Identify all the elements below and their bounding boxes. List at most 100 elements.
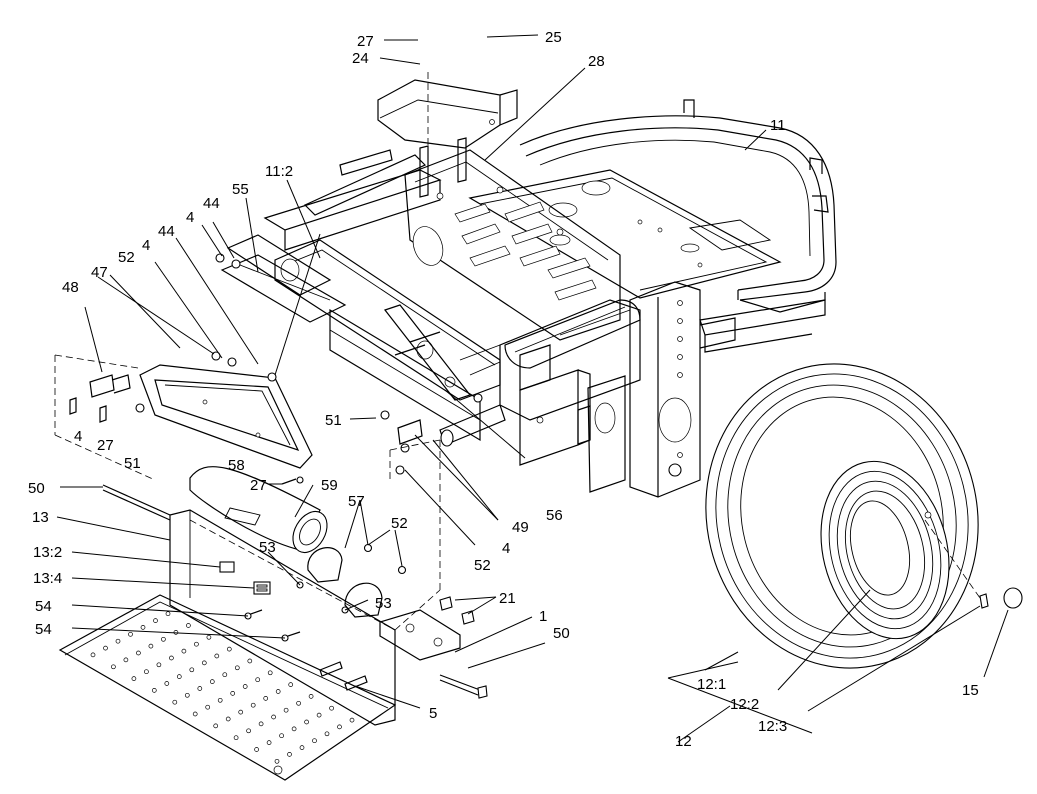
perforation-hole	[250, 702, 256, 708]
perforation-hole	[128, 631, 133, 637]
callout-27: 27	[357, 33, 374, 50]
callout-58: 58	[228, 457, 245, 474]
perforation-hole	[172, 699, 178, 705]
perforation-hole	[176, 674, 182, 679]
perforation-hole	[140, 625, 146, 630]
callout-59: 59	[321, 477, 338, 494]
callout-21: 21	[499, 590, 516, 607]
callout-57: 57	[348, 493, 365, 510]
perforation-hole	[164, 681, 170, 686]
callout-53: 53	[375, 595, 392, 612]
perforation-hole	[329, 705, 334, 711]
perforation-hole	[312, 738, 317, 744]
callout-13-2: 13:2	[33, 544, 62, 561]
perforation-hole	[181, 648, 187, 654]
callout-11-2: 11:2	[265, 163, 293, 180]
callout-13: 13	[32, 509, 49, 526]
perforation-hole	[103, 645, 108, 651]
perforation-hole	[267, 670, 273, 676]
perforation-hole	[205, 704, 211, 710]
callout-25: 25	[545, 29, 562, 46]
callout-44: 44	[158, 223, 175, 240]
perforation-hole	[291, 726, 297, 732]
perforation-hole	[115, 638, 121, 644]
perforation-hole	[233, 735, 239, 741]
perforation-hole	[144, 669, 149, 675]
perforation-hole	[214, 653, 220, 659]
perforation-hole	[201, 660, 207, 666]
perforation-hole	[254, 747, 259, 752]
perforation-hole	[153, 618, 158, 623]
callout-52: 52	[391, 515, 408, 532]
perforation-hole	[349, 717, 355, 723]
perforation-hole	[184, 692, 190, 698]
callout-49: 49	[512, 519, 529, 536]
perforation-hole	[287, 752, 292, 757]
callout-51: 51	[325, 412, 342, 429]
callout-47: 47	[91, 264, 108, 281]
perforation-hole	[192, 711, 198, 717]
callout-12-2: 12:2	[730, 696, 759, 713]
callout-52: 52	[474, 557, 491, 574]
callout-54: 54	[35, 598, 52, 615]
callout-54: 54	[35, 621, 52, 638]
perforation-hole	[90, 652, 96, 658]
callout-4: 4	[186, 209, 194, 226]
callout-52: 52	[118, 249, 135, 266]
callout-labels: 27 25 24 28 11 11:2 55 4 44 44 4 52 47 4…	[28, 29, 979, 750]
perforation-hole	[242, 684, 248, 689]
perforation-hole	[197, 686, 203, 691]
perforation-hole	[316, 712, 322, 718]
leader-lines	[56, 34, 1009, 743]
perforation-hole	[136, 650, 141, 656]
perforation-hole	[213, 723, 219, 729]
perforation-hole	[337, 724, 342, 730]
perforation-hole	[209, 679, 215, 684]
perforation-hole	[279, 733, 284, 739]
perforation-hole	[275, 689, 281, 694]
perforation-hole	[234, 665, 240, 671]
callout-51: 51	[124, 455, 141, 472]
perforation-hole	[148, 643, 154, 649]
perforation-hole	[111, 664, 116, 670]
perforation-hole	[299, 745, 305, 750]
callout-12-3: 12:3	[758, 718, 787, 735]
perforation-hole	[189, 667, 195, 673]
callout-28: 28	[588, 53, 605, 70]
perforation-hole	[266, 740, 272, 745]
perforation-hole	[230, 691, 236, 696]
perforation-hole	[156, 662, 162, 668]
callout-4: 4	[142, 237, 150, 254]
perforation-hole	[296, 700, 301, 706]
perforation-hole	[123, 657, 129, 663]
perforation-hole	[161, 636, 166, 642]
perforation-hole	[288, 682, 294, 687]
perforation-hole	[274, 758, 280, 764]
perforation-hole	[255, 677, 261, 683]
perforation-hole	[271, 714, 276, 720]
callout-24: 24	[352, 50, 369, 67]
foot-plate-perforations	[90, 611, 355, 764]
callout-50: 50	[28, 480, 45, 497]
perforation-hole	[324, 731, 330, 737]
perforation-hole	[304, 719, 309, 725]
perforation-hole	[165, 611, 171, 617]
wheel-tire-12	[705, 363, 1023, 669]
perforation-hole	[308, 694, 314, 699]
perforation-hole	[258, 721, 264, 727]
foot-plate-13	[58, 484, 397, 781]
callout-53: 53	[259, 539, 276, 556]
perforation-hole	[131, 676, 137, 681]
callout-55: 55	[232, 181, 249, 198]
callout-12-1: 12:1	[697, 676, 726, 693]
callout-27: 27	[97, 437, 114, 454]
callout-44: 44	[203, 195, 220, 212]
perforation-hole	[217, 697, 223, 703]
callout-15: 15	[962, 682, 979, 699]
callout-4: 4	[502, 540, 510, 557]
callout-48: 48	[62, 279, 79, 296]
rear-bumper-frame	[519, 99, 837, 353]
perforation-hole	[206, 634, 212, 640]
callout-56: 56	[546, 507, 563, 524]
